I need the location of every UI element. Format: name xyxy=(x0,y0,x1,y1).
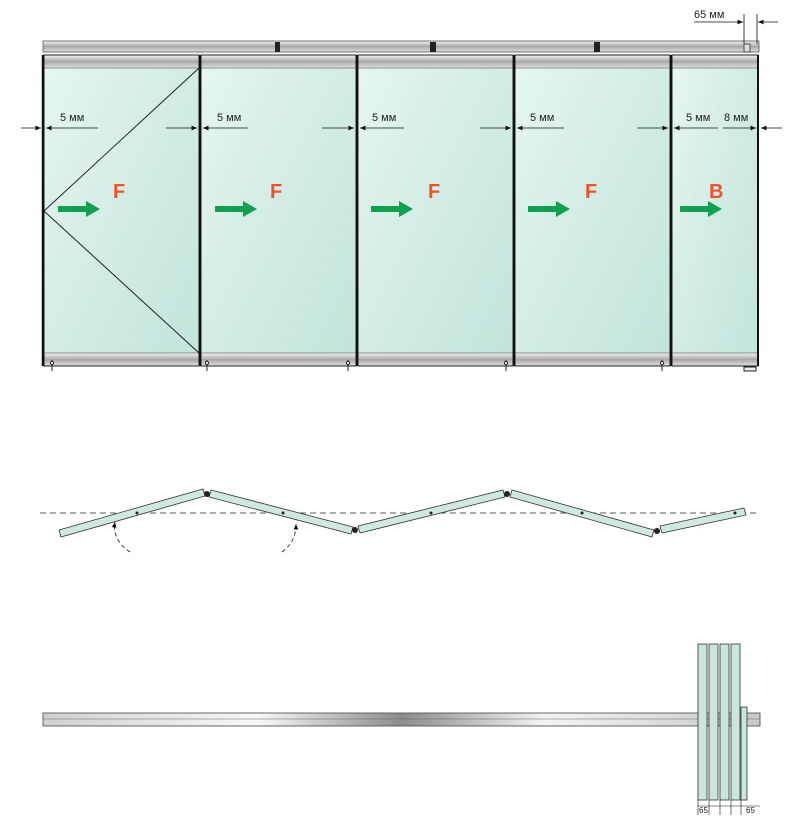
gap-label-3: 5 мм xyxy=(372,112,396,124)
floor-pins xyxy=(49,360,757,372)
gap-label-5: 5 мм xyxy=(686,112,710,124)
stack-track xyxy=(42,712,761,727)
track-width-label: 65 мм xyxy=(694,9,724,21)
carrier-4 xyxy=(743,43,751,53)
gap-label-2: 5 мм xyxy=(217,112,241,124)
panel-marker-5: B xyxy=(709,181,723,203)
panel-marker-3: F xyxy=(428,181,440,203)
direction-arrow-4 xyxy=(528,201,570,217)
folding-indicator xyxy=(43,67,200,354)
carrier-1 xyxy=(275,42,280,52)
panel-marker-4: F xyxy=(585,181,597,203)
folded-panels xyxy=(58,488,747,538)
stacked-panels xyxy=(697,643,748,801)
plan-view-folding xyxy=(40,488,760,553)
gap-label-1: 5 мм xyxy=(60,112,84,124)
stack-dim-label-2: 65 xyxy=(746,806,755,815)
plan-view-stacked: 65 65 xyxy=(42,643,761,815)
direction-arrow-5 xyxy=(680,201,722,217)
panel-marker-1: F xyxy=(113,181,125,203)
stack-dim-label-1: 65 xyxy=(699,806,708,815)
swing-arc-right xyxy=(281,523,299,553)
direction-arrow-1 xyxy=(58,201,100,217)
gap-label-4: 5 мм xyxy=(530,112,554,124)
direction-arrow-2 xyxy=(215,201,257,217)
carrier-2 xyxy=(430,42,436,52)
carrier-3 xyxy=(594,42,600,52)
elevation-view: 65 мм 5 мм 5 мм 5 мм 5 мм 5 мм 8 мм xyxy=(21,9,782,372)
overhead-track xyxy=(42,40,760,53)
track-width-dimension: 65 мм xyxy=(694,9,778,44)
direction-arrows xyxy=(58,201,722,217)
hinge-points xyxy=(135,491,737,534)
swing-arc-left xyxy=(111,521,131,553)
stack-dimensions xyxy=(697,800,760,815)
end-gap-label: 8 мм xyxy=(724,112,748,124)
panel-marker-2: F xyxy=(270,181,282,203)
direction-arrow-3 xyxy=(371,201,413,217)
